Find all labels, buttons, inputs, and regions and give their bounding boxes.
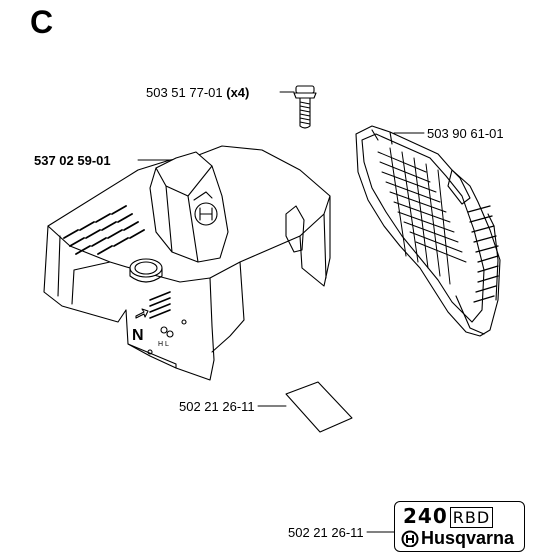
- air-filter-drawing: [355, 125, 501, 337]
- decal-part-number: 502 21 26-11: [179, 399, 255, 414]
- filter-part-number: 503 90 61-01: [427, 126, 504, 141]
- bolt-part-label: 503 51 77-01 (x4): [146, 85, 249, 100]
- decal-drawing: [285, 381, 353, 433]
- svg-text:H L: H L: [158, 341, 169, 348]
- model-number: 240: [403, 504, 448, 528]
- bolt-drawing: [293, 85, 317, 129]
- model-suffix: RBD: [449, 507, 494, 528]
- cover-part-number: 537 02 59-01: [34, 153, 111, 168]
- husqvarna-logo-icon: [401, 530, 419, 547]
- model-decal-part-number: 502 21 26-11: [288, 525, 364, 540]
- bolt-quantity: (x4): [226, 85, 250, 100]
- cylinder-cover-drawing: N H L: [43, 145, 331, 381]
- bolt-part-number: 503 51 77-01: [146, 85, 223, 100]
- brand-name: Husqvarna: [421, 528, 515, 548]
- section-label: C: [30, 4, 54, 40]
- svg-text:N: N: [132, 327, 144, 344]
